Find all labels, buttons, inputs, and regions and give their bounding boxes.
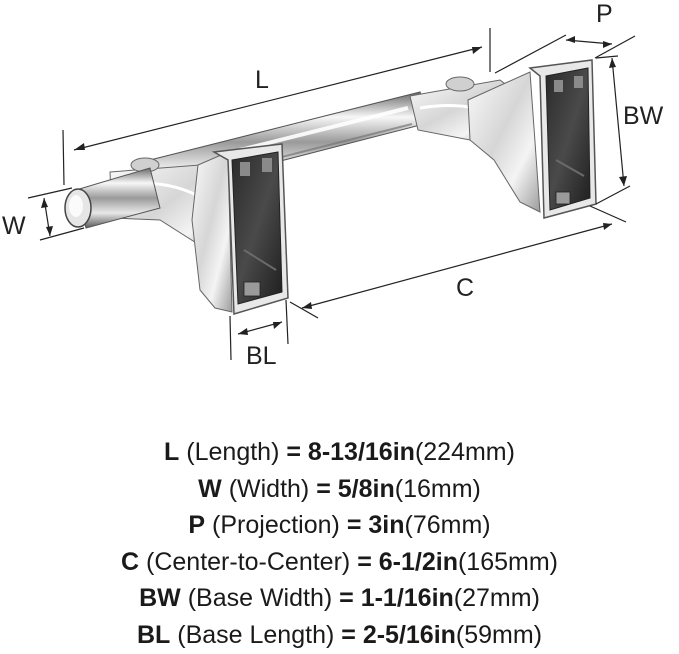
spec-equals: =	[357, 547, 372, 576]
spec-equals: =	[316, 474, 331, 503]
dimension-lines	[27, 28, 636, 361]
spec-metric: (224mm)	[414, 438, 515, 466]
spec-code: L	[164, 438, 180, 466]
spec-name: (Projection)	[212, 511, 340, 539]
spec-code: BL	[136, 620, 171, 649]
spec-code: BW	[139, 584, 181, 612]
spec-imperial: 5/8in	[337, 474, 395, 503]
spec-metric: (165mm)	[457, 547, 558, 576]
center-to-center-dimension-line	[301, 223, 613, 309]
spec-line-center-to-center: C (Center-to-Center) = 6-1/2in(165mm)	[0, 544, 679, 581]
spec-name: (Center-to-Center)	[146, 547, 351, 576]
spec-metric: (59mm)	[455, 620, 543, 649]
spec-metric: (27mm)	[453, 584, 540, 612]
spec-imperial: 6-1/2in	[378, 547, 458, 576]
spec-imperial: 2-5/16in	[362, 620, 456, 649]
projection-label: P	[596, 0, 613, 28]
spec-line-length: L (Length) = 8-13/16in(224mm)	[0, 434, 679, 471]
left-base	[191, 143, 289, 315]
spec-metric: (76mm)	[404, 511, 491, 539]
spec-name: (Width)	[228, 474, 310, 503]
spec-metric: (16mm)	[394, 474, 481, 503]
spec-equals: =	[346, 511, 362, 539]
spec-imperial: 8-13/16in	[307, 438, 415, 466]
left-end-cap	[64, 167, 161, 229]
spec-equals: =	[286, 438, 301, 466]
spec-code: C	[121, 547, 140, 576]
length-dimension-line	[73, 46, 483, 151]
center-to-center-label: C	[456, 274, 474, 302]
base-length-label: BL	[246, 342, 277, 370]
length-label: L	[255, 66, 269, 94]
spec-line-base-width: BW (Base Width) = 1-1/16in(27mm)	[0, 580, 679, 617]
spec-line-projection: P (Projection) = 3in(76mm)	[0, 507, 679, 544]
right-base	[467, 59, 597, 219]
spec-equals: =	[341, 620, 356, 649]
dimension-spec-list: L (Length) = 8-13/16in(224mm) W (Width) …	[0, 434, 679, 653]
spec-name: (Base Length)	[177, 620, 335, 649]
spec-line-base-length: BL (Base Length) = 2-5/16in(59mm)	[0, 617, 679, 654]
product-dimension-drawing: L W P BW C BL	[2, 0, 664, 370]
width-label: W	[2, 212, 26, 240]
base-width-dimension-line	[611, 57, 625, 187]
spec-equals: =	[339, 584, 354, 612]
spec-line-width: W (Width) = 5/8in(16mm)	[0, 471, 679, 508]
spec-name: (Base Width)	[187, 584, 333, 612]
spec-imperial: 1-1/16in	[360, 584, 454, 612]
base-width-label: BW	[623, 102, 664, 130]
spec-imperial: 3in	[368, 511, 405, 539]
towel-bar-product	[64, 59, 597, 315]
spec-code: P	[188, 511, 206, 539]
spec-code: W	[198, 474, 222, 503]
spec-name: (Length)	[186, 438, 280, 466]
